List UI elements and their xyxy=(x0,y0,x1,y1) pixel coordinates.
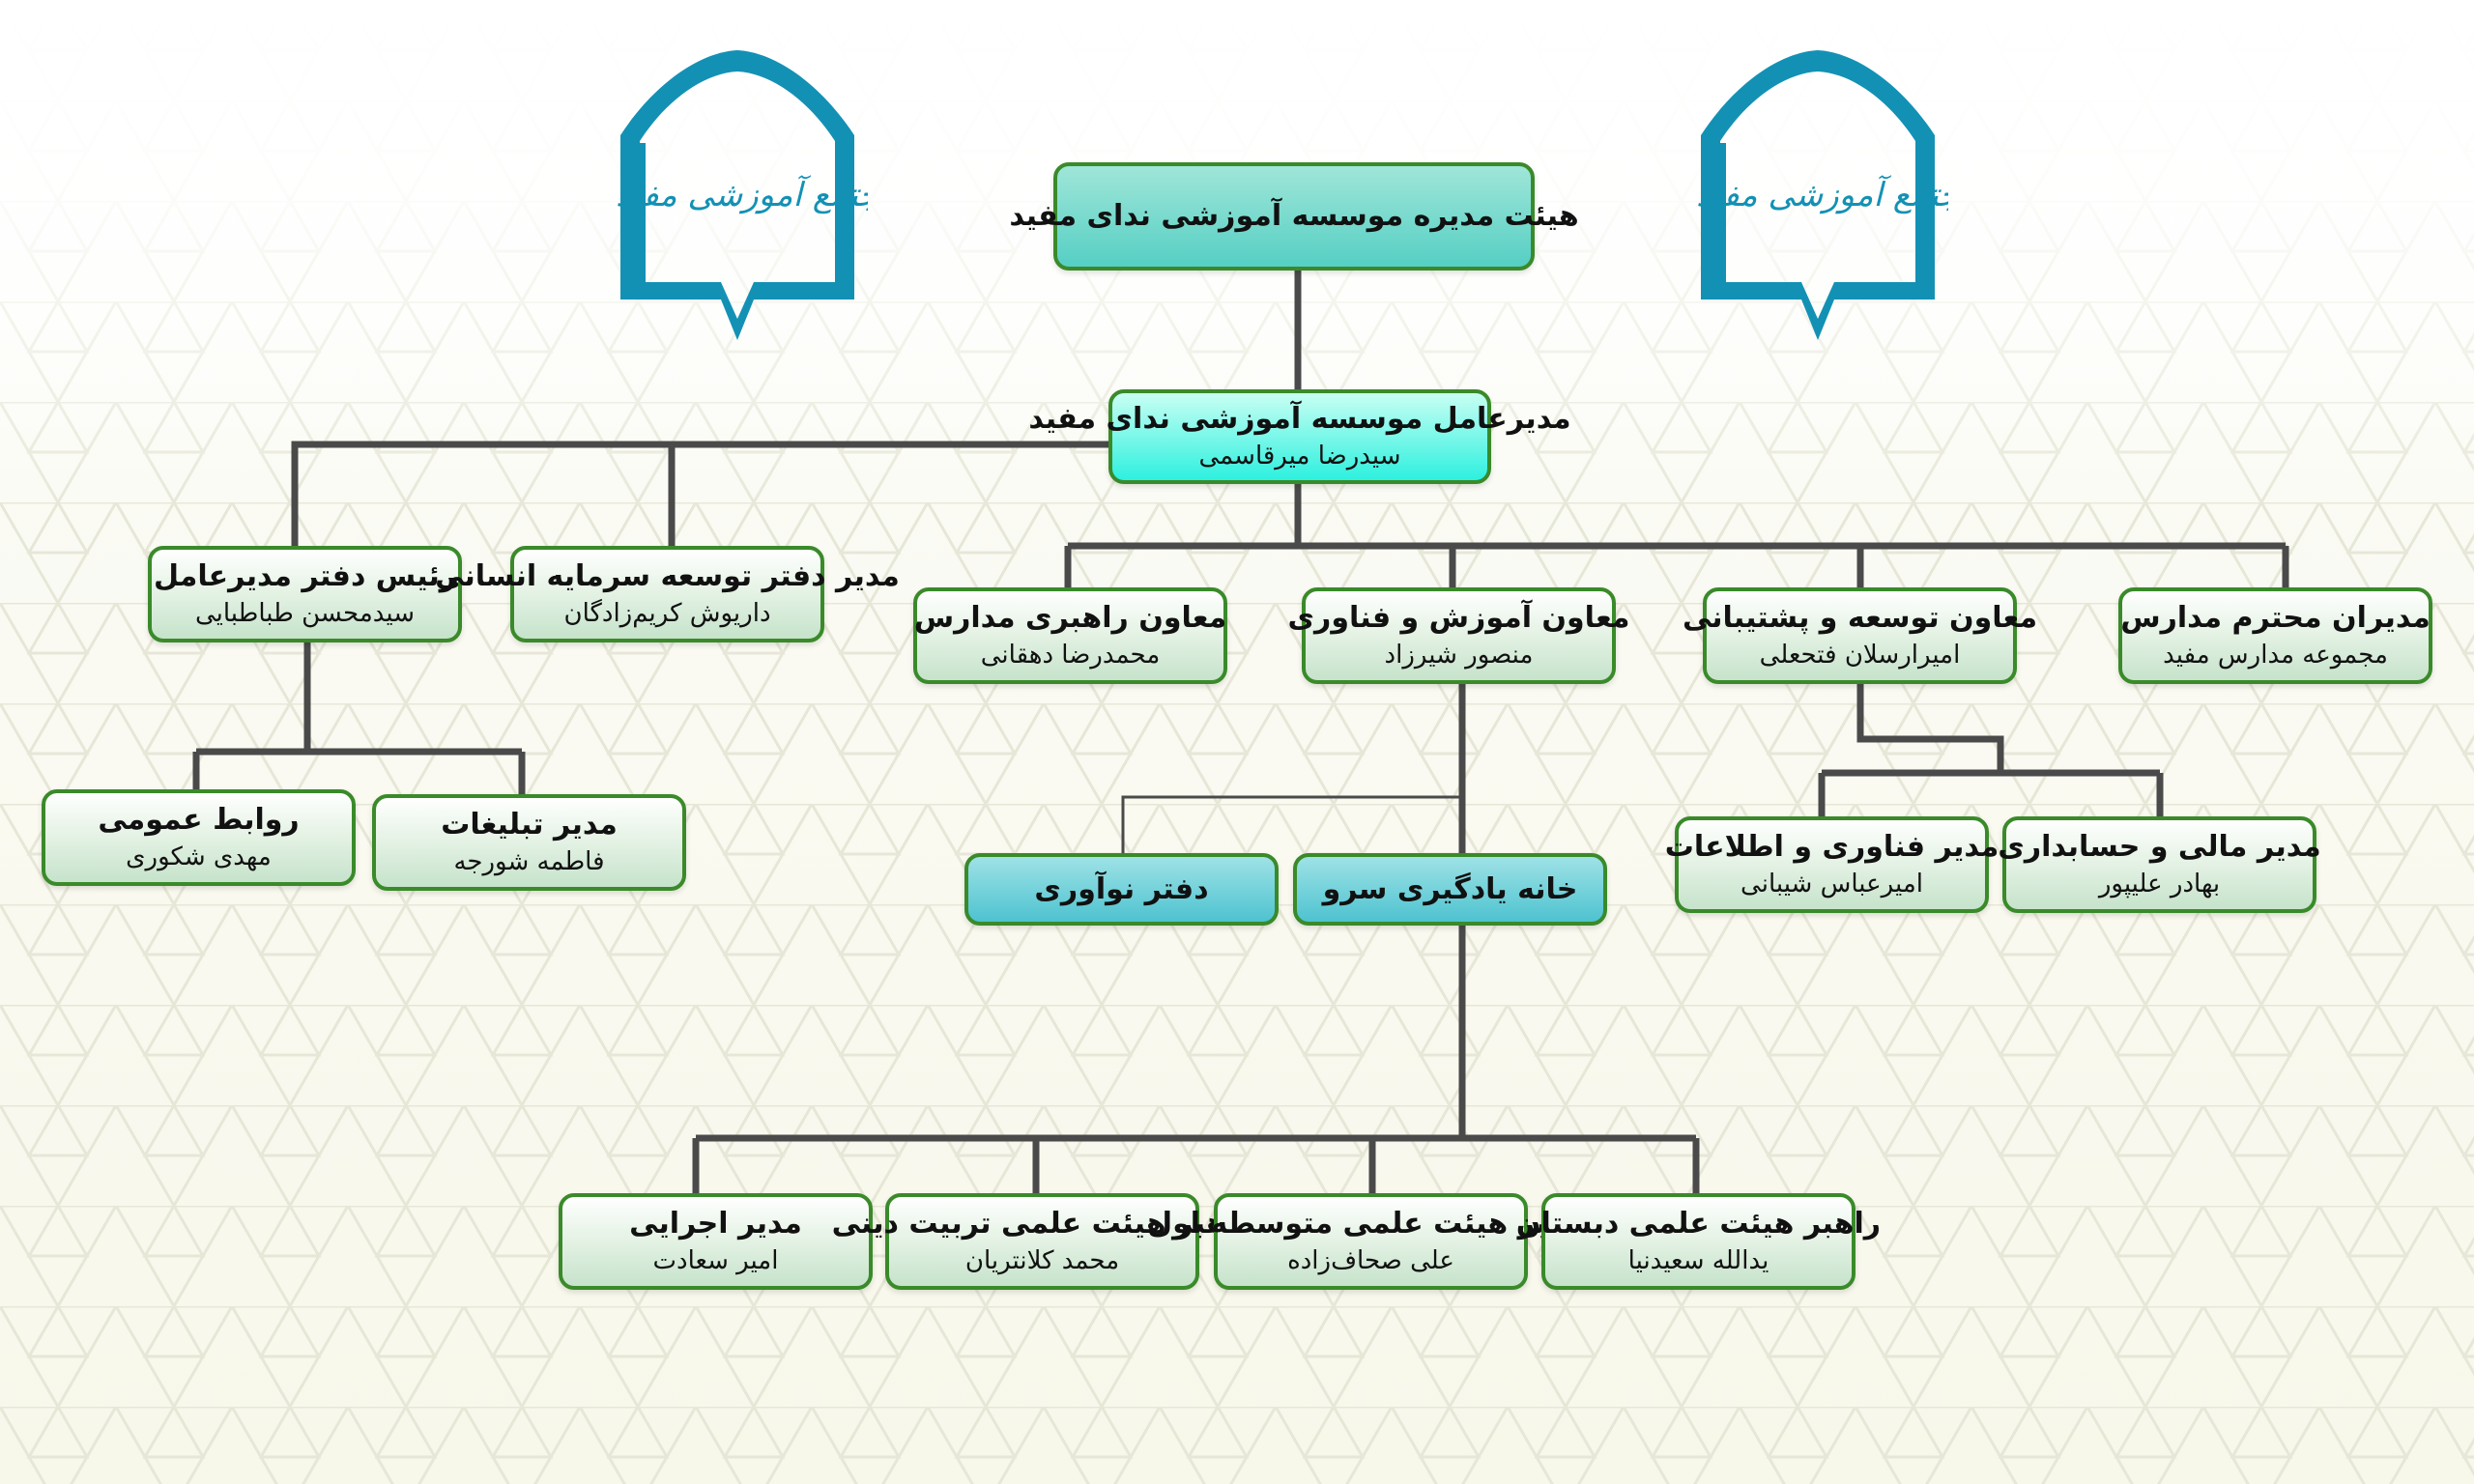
office-head-name: سیدمحسن طباطبایی xyxy=(194,599,416,628)
public-relations-title: روابط عمومی xyxy=(98,803,300,837)
sarv-learning-house-title: خانه یادگیری سرو xyxy=(1322,871,1578,906)
executive-manager-name: امیر سعادت xyxy=(652,1246,779,1275)
hr-development-name: داریوش کریم‌زادگان xyxy=(563,599,771,628)
innovation-office-box[interactable]: دفتر نوآوری xyxy=(964,853,1279,926)
office-head-title: رئیس دفتر مدیرعامل xyxy=(154,559,456,593)
school-leadership-name: محمدرضا دهقانی xyxy=(980,641,1161,670)
primary-faculty-box[interactable]: راهبر هیئت علمی دبستان یدالله سعیدنیا xyxy=(1516,1193,1881,1290)
development-support-box[interactable]: معاون توسعه و پشتیبانی امیرارسلان فتحعلی xyxy=(1683,587,2037,684)
public-relations-box[interactable]: روابط عمومی مهدی شکوری xyxy=(42,789,356,886)
development-support-title: معاون توسعه و پشتیبانی xyxy=(1682,601,2038,635)
ceo-name: سیدرضا میرقاسمی xyxy=(1198,442,1401,471)
logo-text: مجتمع آموزشی مفید xyxy=(1696,175,1948,214)
school-leadership-box[interactable]: معاون راهبری مدارس محمدرضا دهقانی xyxy=(913,587,1227,684)
school-managers-title: مدیران محترم مدارس xyxy=(2120,601,2431,635)
primary-faculty-name: یدالله سعیدنیا xyxy=(1627,1246,1769,1275)
school-managers-name: مجموعه مدارس مفید xyxy=(2163,641,2388,670)
it-manager-title: مدیر فناوری و اطلاعات xyxy=(1664,830,1999,864)
middle-school-faculty-title: راهبر هیئت علمی متوسطه اول xyxy=(1147,1207,1595,1241)
school-managers-box[interactable]: مدیران محترم مدارس مجموعه مدارس مفید xyxy=(2118,587,2432,684)
religious-faculty-name: محمد کلانتریان xyxy=(964,1246,1120,1275)
office-head-box[interactable]: رئیس دفتر مدیرعامل سیدمحسن طباطبایی xyxy=(148,546,462,642)
development-support-name: امیرارسلان فتحعلی xyxy=(1759,641,1961,670)
school-logo-right: مجتمع آموزشی مفید xyxy=(1696,50,1948,340)
executive-manager-title: مدیر اجرایی xyxy=(629,1207,802,1241)
board-of-directors-box[interactable]: هیئت مدیره موسسه آموزشی ندای مفید xyxy=(1009,162,1579,271)
finance-manager-name: بهادر علیپور xyxy=(2098,870,2221,899)
ceo-box[interactable]: مدیرعامل موسسه آموزشی ندای مفید سیدرضا م… xyxy=(1028,389,1571,484)
school-logo-left: مجتمع آموزشی مفید xyxy=(616,50,868,340)
middle-school-faculty-name: علی صحاف‌زاده xyxy=(1287,1246,1454,1275)
board-title: هیئت مدیره موسسه آموزشی ندای مفید xyxy=(1009,199,1579,233)
advertising-title: مدیر تبلیغات xyxy=(441,808,618,842)
innovation-office-title: دفتر نوآوری xyxy=(1034,871,1209,906)
religious-faculty-title: راهبر هیئت علمی تربیت دینی xyxy=(831,1207,1253,1241)
ceo-title: مدیرعامل موسسه آموزشی ندای مفید xyxy=(1028,402,1571,436)
hr-development-box[interactable]: مدیر دفتر توسعه سرمایه انسانی داریوش کری… xyxy=(435,546,900,642)
logo-text: مجتمع آموزشی مفید xyxy=(616,175,868,214)
executive-manager-box[interactable]: مدیر اجرایی امیر سعادت xyxy=(559,1193,873,1290)
sarv-learning-house-box[interactable]: خانه یادگیری سرو xyxy=(1293,853,1607,926)
it-manager-box[interactable]: مدیر فناوری و اطلاعات امیرعباس شیبانی xyxy=(1665,816,1999,913)
primary-faculty-title: راهبر هیئت علمی دبستان xyxy=(1515,1207,1882,1241)
advertising-box[interactable]: مدیر تبلیغات فاطمه شورجه xyxy=(372,794,686,891)
religious-faculty-box[interactable]: راهبر هیئت علمی تربیت دینی محمد کلانتریا… xyxy=(832,1193,1252,1290)
advertising-name: فاطمه شورجه xyxy=(453,847,605,876)
school-leadership-title: معاون راهبری مدارس xyxy=(913,601,1227,635)
education-technology-box[interactable]: معاون آموزش و فناوری منصور شیرزاد xyxy=(1288,587,1629,684)
it-manager-name: امیرعباس شیبانی xyxy=(1740,870,1923,899)
education-technology-title: معاون آموزش و فناوری xyxy=(1287,601,1630,635)
finance-manager-title: مدیر مالی و حسابداری xyxy=(1998,830,2321,864)
middle-school-faculty-box[interactable]: راهبر هیئت علمی متوسطه اول علی صحاف‌زاده xyxy=(1147,1193,1595,1290)
public-relations-name: مهدی شکوری xyxy=(126,842,272,871)
finance-manager-box[interactable]: مدیر مالی و حسابداری بهادر علیپور xyxy=(1998,816,2321,913)
education-technology-name: منصور شیرزاد xyxy=(1384,641,1534,670)
hr-development-title: مدیر دفتر توسعه سرمایه انسانی xyxy=(435,559,900,593)
